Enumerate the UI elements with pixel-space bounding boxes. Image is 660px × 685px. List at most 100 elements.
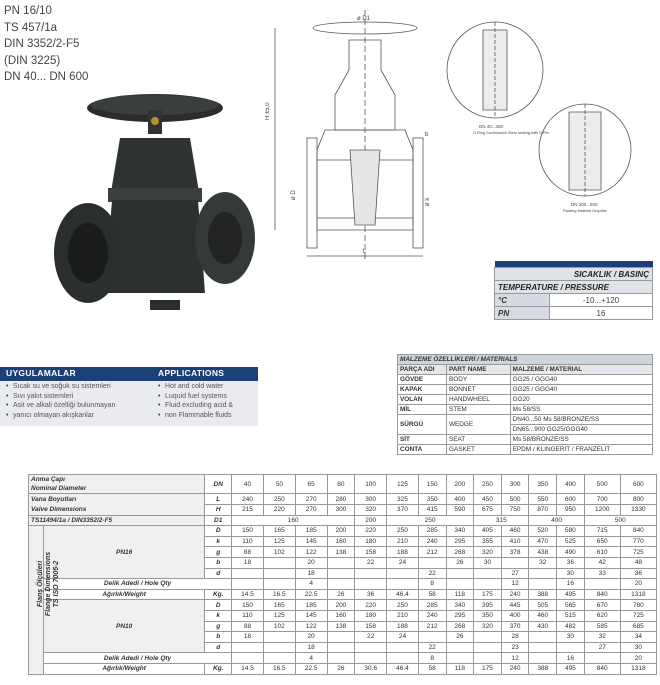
- pn10-holes-value: 4: [294, 652, 328, 664]
- pn16-b-value: 32: [528, 556, 558, 569]
- pn16-k-value: 525: [556, 535, 585, 548]
- standard-pn: PN 16/10: [4, 5, 52, 17]
- pn16-g-value: 212: [417, 546, 447, 558]
- pn16-g-value: 138: [326, 546, 356, 558]
- h-value: 1200: [583, 504, 621, 516]
- pt-title-tr: SICAKLIK / BASINÇ: [494, 267, 653, 281]
- list-item: Hot and cold water: [158, 382, 233, 392]
- flange-dimensions-side-label: Flanş Ölçüleri Flange Dimensions TS ISO …: [30, 520, 68, 650]
- pn16-d-value: [386, 567, 419, 580]
- h-value: 675: [473, 504, 502, 516]
- dn-value: 400: [556, 473, 585, 495]
- pn16-D-value: 715: [583, 525, 621, 537]
- pn10-k-value: 125: [262, 609, 296, 622]
- pn10-g-value: 88: [231, 620, 264, 633]
- pn10-weight-value: 118: [445, 662, 475, 675]
- pn10-d-value: [326, 641, 356, 654]
- pn16-D-value: 150: [231, 525, 264, 537]
- pn16-b-value: [500, 556, 530, 569]
- material: EPDM / KLINGERIT / FRANZELIT: [509, 444, 654, 455]
- pn16-b-value: 22: [354, 556, 388, 569]
- pn16-weight-value: 16.5: [262, 588, 296, 601]
- flange-side-cell: [28, 525, 44, 675]
- pn16-d-value: [231, 567, 264, 580]
- pn10-d-value: 22: [417, 641, 447, 654]
- valve-label-tr: Vana Boyutları: [31, 496, 77, 504]
- pn16-b-value: 20: [294, 556, 328, 569]
- pn10-d-value: [262, 641, 296, 654]
- pn10-g-value: 188: [386, 620, 419, 633]
- pn10-k-value: 460: [528, 609, 558, 622]
- pn16-holes-value: [326, 578, 356, 590]
- l-value: 600: [556, 493, 585, 505]
- pn10-d-value: [528, 641, 558, 654]
- d1-value: 160: [231, 514, 356, 527]
- pn10-k-value: 400: [500, 609, 530, 622]
- d1-value: 200: [354, 514, 388, 527]
- h-value: 1330: [619, 504, 658, 516]
- l-value: 300: [354, 493, 388, 505]
- pn16-b-value: [417, 556, 447, 569]
- pn16-weight-value: 14.5: [231, 588, 264, 601]
- pn10-g-value: 320: [473, 620, 502, 633]
- pn10-k-value: 725: [619, 609, 658, 622]
- pn10-d-value: [445, 641, 475, 654]
- pn10-holes-value: [354, 652, 388, 664]
- pn10-d-value: [473, 641, 502, 654]
- pn10-k-value: 515: [556, 609, 585, 622]
- dn-value: 40: [231, 473, 264, 495]
- pt-blue-bar: [494, 261, 653, 268]
- b-symbol: b: [204, 631, 233, 643]
- pn16-d-value: [528, 567, 558, 580]
- pn10-holes-value: 8: [417, 652, 447, 664]
- pn16-g-value: 102: [262, 546, 296, 558]
- pn16-label: PN16: [42, 525, 206, 580]
- part-en: BODY: [446, 374, 511, 385]
- pn16-b-value: 26: [445, 556, 475, 569]
- dim-k-label: ø k: [425, 197, 431, 206]
- pn16-holes-value: 8: [417, 578, 447, 590]
- list-item: yanıcı olmayan akışkanlar: [6, 411, 115, 421]
- pn10-b-value: 28: [500, 631, 530, 643]
- pn16-weight-value: 118: [445, 588, 475, 601]
- d1-value: 250: [386, 514, 475, 527]
- kg-symbol: Kg.: [204, 588, 233, 601]
- pn10-b-value: [473, 631, 502, 643]
- pn16-weight-value: 1318: [619, 588, 658, 601]
- dn-value: 80: [326, 473, 356, 495]
- h-value: 750: [500, 504, 530, 516]
- part-en: STEM: [446, 404, 511, 415]
- pn10-k-value: 160: [326, 609, 356, 622]
- pn10-g-value: 122: [294, 620, 328, 633]
- pn10-holes-value: 20: [619, 652, 658, 664]
- pn10-D-value: 565: [556, 599, 585, 611]
- pn10-d-value: [354, 641, 388, 654]
- pn16-holes-value: [528, 578, 558, 590]
- l-value: 400: [445, 493, 475, 505]
- pn16-D-value: 340: [445, 525, 475, 537]
- pn16-g-value: 88: [231, 546, 264, 558]
- part-en: SEAT: [446, 434, 511, 445]
- hole-qty-label: Delik Adedi / Hole Qty: [42, 578, 233, 590]
- detail2-caption: DN 200...600: [571, 202, 598, 207]
- pn10-weight-value: 240: [500, 662, 530, 675]
- h-value: 300: [326, 504, 356, 516]
- pn10-d-value: [231, 641, 264, 654]
- pn16-holes-value: 20: [619, 578, 658, 590]
- pn16-g-value: 438: [528, 546, 558, 558]
- pn10-b-value: [262, 631, 296, 643]
- pn10-D-value: 505: [528, 599, 558, 611]
- pn10-d-value: 23: [500, 641, 530, 654]
- pn10-holes-value: [445, 652, 475, 664]
- pn10-D-value: 165: [262, 599, 296, 611]
- pn10-D-value: 220: [354, 599, 388, 611]
- materials-header: PART NAME: [446, 364, 511, 375]
- pn10-k-value: 210: [386, 609, 419, 622]
- dim-h-label: H ±5,0: [265, 102, 271, 120]
- weight-label: Ağırlık/Weight: [42, 662, 206, 675]
- pt-label-temp: °C: [494, 293, 550, 307]
- pn16-d-value: [262, 567, 296, 580]
- pn16-weight-value: 22.5: [294, 588, 328, 601]
- pn16-g-value: 725: [619, 546, 658, 558]
